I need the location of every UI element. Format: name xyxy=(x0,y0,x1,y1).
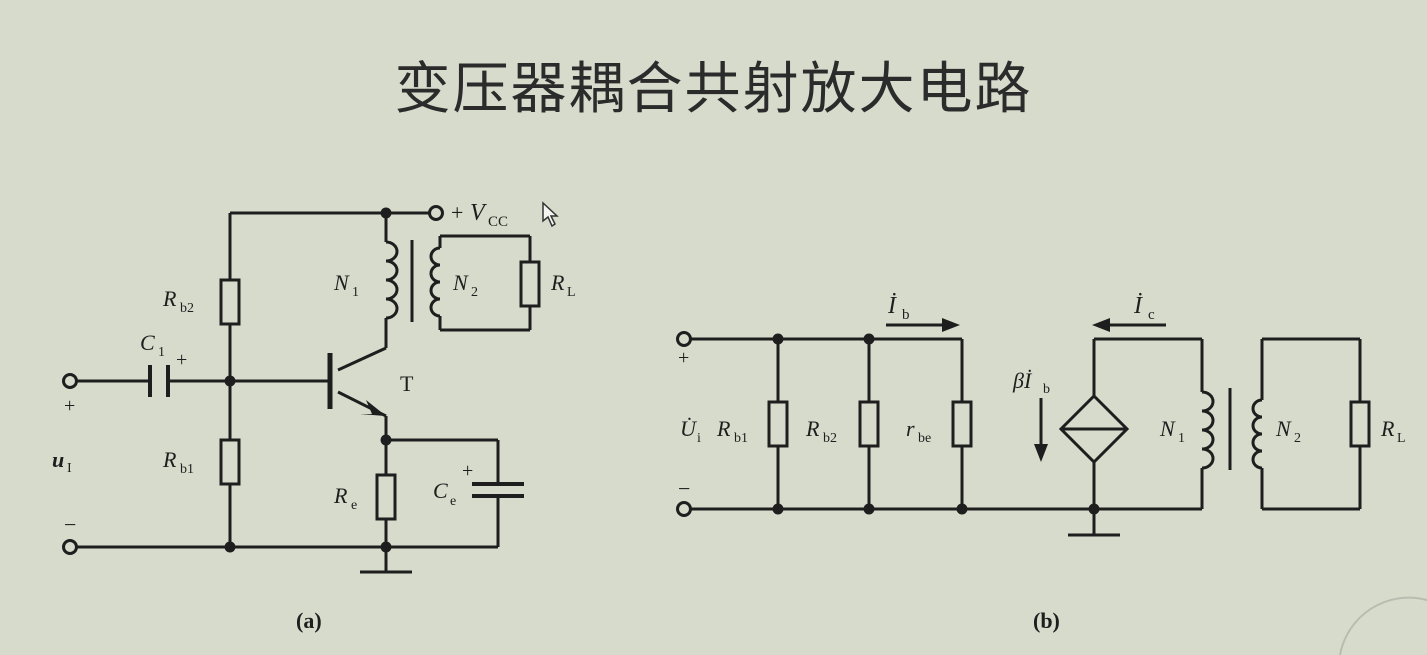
label-rl-b-sub: L xyxy=(1397,431,1406,446)
label-ib: İ xyxy=(887,293,897,319)
resistor-rl-b xyxy=(1349,400,1371,448)
vcc-terminal xyxy=(428,205,444,221)
label-n2-a: N xyxy=(452,270,469,295)
label-n2-b: N xyxy=(1275,416,1292,441)
label-ce: C xyxy=(433,478,448,503)
caption-a: (a) xyxy=(296,608,322,633)
label-beta-ib: βİ xyxy=(1012,368,1033,393)
beta-arrow-icon xyxy=(1034,444,1048,462)
label-c1-plus: + xyxy=(176,349,187,371)
label-vcc: V xyxy=(470,200,487,226)
label-ic-sub: c xyxy=(1148,307,1155,323)
label-rbe-sub: be xyxy=(918,431,931,446)
wires-b xyxy=(690,337,1362,537)
resistor-rbe xyxy=(951,400,973,448)
resistor-rb2-b xyxy=(858,400,880,448)
resistor-rb1-b xyxy=(767,400,789,448)
label-ui-a: u xyxy=(52,447,64,472)
transformer-n1-coil xyxy=(385,240,399,320)
label-ui-a-sub: I xyxy=(67,461,72,476)
label-vcc-plus: + xyxy=(451,200,463,225)
label-input-plus-a: + xyxy=(64,395,75,417)
watermark-seal-icon xyxy=(1339,596,1427,655)
label-vcc-sub: CC xyxy=(488,214,508,230)
label-re: R xyxy=(333,483,348,508)
ib-arrow-icon xyxy=(942,318,960,332)
junction-dots-a xyxy=(224,207,392,553)
label-rb2: R xyxy=(162,286,177,311)
label-n1-b-sub: 1 xyxy=(1178,431,1185,446)
label-rb1-a: R xyxy=(162,447,177,472)
label-plus-b: + xyxy=(678,347,689,369)
junction-dots-b xyxy=(772,333,1100,515)
label-transistor: T xyxy=(400,371,414,396)
label-rb1-b-sub: b1 xyxy=(734,431,748,446)
label-minus-b: − xyxy=(678,476,690,501)
emitter-arrow-icon xyxy=(360,400,386,416)
label-n2-a-sub: 2 xyxy=(471,285,478,300)
transformer-n2-coil xyxy=(429,246,441,318)
resistor-rb2 xyxy=(219,278,241,326)
label-beta-ib-sub: b xyxy=(1043,382,1050,397)
resistor-re xyxy=(375,473,397,521)
label-rb1-a-sub: b1 xyxy=(180,462,194,477)
input-terminal-plus-a xyxy=(62,373,78,389)
label-n1-a-sub: 1 xyxy=(352,285,359,300)
label-rl-a: R xyxy=(550,270,565,295)
label-n2-b-sub: 2 xyxy=(1294,431,1301,446)
label-ce-plus: + xyxy=(462,460,473,482)
label-input-minus-a: − xyxy=(64,512,76,537)
label-c1-sub: 1 xyxy=(158,345,165,360)
transformer-n1-coil-b xyxy=(1201,390,1215,470)
mouse-cursor-icon xyxy=(542,201,559,228)
label-re-sub: e xyxy=(351,498,357,513)
resistor-rb1 xyxy=(219,438,241,486)
caption-b: (b) xyxy=(1033,608,1060,633)
label-c1: C xyxy=(140,330,155,355)
label-rl-b: R xyxy=(1380,416,1395,441)
label-rb2-b: R xyxy=(805,416,820,441)
input-terminal-minus-b xyxy=(676,501,692,517)
label-ui-b: U̇ xyxy=(680,416,698,441)
input-terminal-plus-b xyxy=(676,331,692,347)
label-rb2-sub: b2 xyxy=(180,301,194,316)
label-ic: İ xyxy=(1133,293,1143,319)
label-ib-sub: b xyxy=(902,307,910,323)
label-rb1-b: R xyxy=(716,416,731,441)
input-terminal-minus-a xyxy=(62,539,78,555)
label-n1-a: N xyxy=(333,270,350,295)
label-n1-b: N xyxy=(1159,416,1176,441)
label-rbe: r xyxy=(906,416,915,441)
ic-arrow-icon xyxy=(1092,318,1110,332)
label-rl-a-sub: L xyxy=(567,285,576,300)
label-ui-b-sub: i xyxy=(697,431,701,446)
label-ce-sub: e xyxy=(450,494,456,509)
transformer-n2-coil-b xyxy=(1251,398,1263,470)
resistor-rl-a xyxy=(519,260,541,308)
label-rb2-b-sub: b2 xyxy=(823,431,837,446)
slide-title: 变压器耦合共射放大电路 xyxy=(394,57,1033,122)
